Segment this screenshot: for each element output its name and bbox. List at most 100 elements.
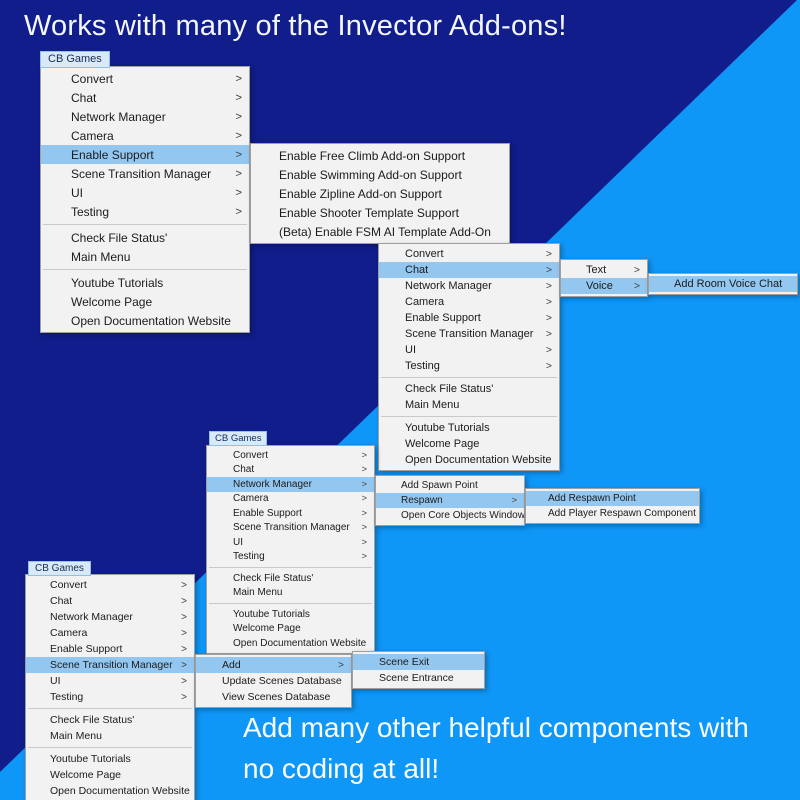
- menu-item-beta-enable-fsm-ai-template-add-on[interactable]: (Beta) Enable FSM AI Template Add-On: [251, 222, 509, 241]
- menu-item-convert[interactable]: Convert>: [26, 577, 194, 593]
- menu-item-scene-entrance[interactable]: Scene Entrance: [353, 670, 484, 686]
- menu-item-testing[interactable]: Testing >: [207, 550, 374, 565]
- menu-item-enable-zipline-add-on-support[interactable]: Enable Zipline Add-on Support: [251, 184, 509, 203]
- menu-item-testing[interactable]: Testing>: [41, 202, 249, 221]
- menu-item-label: Network Manager: [50, 611, 133, 623]
- menu-item-add-respawn-point[interactable]: Add Respawn Point: [526, 491, 699, 506]
- menu-item-scene-transition-manager[interactable]: Scene Transition Manager>: [26, 657, 194, 673]
- cb-games-menu-tab-4[interactable]: CB Games: [28, 561, 91, 576]
- menu-item-add-player-respawn-component[interactable]: Add Player Respawn Component: [526, 506, 699, 521]
- menu-item-welcome-page[interactable]: Welcome Page: [41, 292, 249, 311]
- menu-item-check-file-status[interactable]: Check File Status': [26, 712, 194, 728]
- submenu-arrow-icon: >: [235, 72, 242, 85]
- menu-item-chat[interactable]: Chat>: [207, 463, 374, 478]
- menu-item-update-scenes-database[interactable]: Update Scenes Database: [196, 673, 351, 689]
- menu-item-enable-support[interactable]: Enable Support>: [26, 641, 194, 657]
- menu-item-enable-free-climb-add-on-support[interactable]: Enable Free Climb Add-on Support: [251, 146, 509, 165]
- menu-item-enable-shooter-template-support[interactable]: Enable Shooter Template Support: [251, 203, 509, 222]
- menu-item-camera[interactable]: Camera>: [207, 492, 374, 507]
- menu-item-scene-exit[interactable]: Scene Exit: [353, 654, 484, 670]
- menu-item-chat[interactable]: Chat>: [26, 593, 194, 609]
- cb-games-menu-tab-3[interactable]: CB Games: [209, 431, 268, 446]
- menu-item-network-manager[interactable]: Network Manager>: [26, 609, 194, 625]
- menu-item-ui[interactable]: UI>: [379, 342, 559, 358]
- menu-item-label: Enable Support: [233, 507, 302, 519]
- menu-separator: [43, 269, 247, 270]
- menu-item-enable-support[interactable]: Enable Support>: [379, 310, 559, 326]
- menu-item-testing[interactable]: Testing >: [26, 689, 194, 705]
- menu-item-camera[interactable]: Camera>: [41, 126, 249, 145]
- menu-item-main-menu[interactable]: Main Menu: [26, 728, 194, 744]
- menu-item-scene-transition-manager[interactable]: Scene Transition Manager>: [207, 521, 374, 536]
- menu-item-scene-transition-manager[interactable]: Scene Transition Manager>: [41, 164, 249, 183]
- menu-item-enable-support[interactable]: Enable Support>: [41, 145, 249, 164]
- submenu-arrow-icon: >: [361, 551, 367, 563]
- cb-games-menu-tab-1[interactable]: CB Games: [40, 51, 110, 68]
- menu-item-add-room-voice-chat[interactable]: Add Room Voice Chat: [649, 276, 797, 292]
- submenu-arrow-icon: >: [633, 280, 640, 292]
- menu-item-label: Respawn: [401, 495, 443, 506]
- menu-item-text[interactable]: Text>: [561, 262, 647, 278]
- menu-item-ui[interactable]: UI>: [26, 673, 194, 689]
- menu-item-main-menu[interactable]: Main Menu: [41, 247, 249, 266]
- menu-item-youtube-tutorials[interactable]: Youtube Tutorials: [207, 607, 374, 622]
- menu-separator: [381, 416, 557, 417]
- menu-item-chat[interactable]: Chat>: [41, 88, 249, 107]
- menu-item-label: Open Documentation Website: [71, 313, 231, 328]
- menu-item-add-spawn-point[interactable]: Add Spawn Point: [376, 478, 524, 493]
- menu-item-label: UI: [405, 344, 416, 356]
- menu-item-check-file-status[interactable]: Check File Status': [41, 228, 249, 247]
- menu-item-chat[interactable]: Chat>: [379, 262, 559, 278]
- menu-item-label: Welcome Page: [233, 623, 301, 635]
- menu-item-scene-transition-manager[interactable]: Scene Transition Manager>: [379, 326, 559, 342]
- menu-item-main-menu[interactable]: Main Menu: [207, 586, 374, 601]
- menu-item-welcome-page[interactable]: Welcome Page: [207, 622, 374, 637]
- menu-item-camera[interactable]: Camera>: [379, 294, 559, 310]
- menu-item-open-core-objects-window[interactable]: Open Core Objects Window: [376, 508, 524, 523]
- submenu-arrow-icon: >: [361, 464, 367, 476]
- menu-item-check-file-status[interactable]: Check File Status': [207, 571, 374, 586]
- menu-item-label: Main Menu: [405, 399, 460, 411]
- menu-item-open-documentation-website[interactable]: Open Documentation Website: [26, 783, 194, 799]
- menu-item-convert[interactable]: Convert>: [379, 246, 559, 262]
- menu-item-add[interactable]: Add>: [196, 657, 351, 673]
- menu-separator: [209, 603, 372, 604]
- menu-item-convert[interactable]: Convert>: [41, 69, 249, 88]
- menu-item-check-file-status[interactable]: Check File Status': [379, 381, 559, 397]
- menu-item-label: Text: [586, 264, 607, 276]
- menu-item-label: Network Manager: [405, 280, 492, 292]
- menu-item-network-manager[interactable]: Network Manager>: [41, 107, 249, 126]
- menu-item-convert[interactable]: Convert>: [207, 448, 374, 463]
- menu-item-youtube-tutorials[interactable]: Youtube Tutorials: [379, 420, 559, 436]
- menu-item-youtube-tutorials[interactable]: Youtube Tutorials: [41, 273, 249, 292]
- menu-item-label: Testing: [50, 691, 84, 703]
- submenu-arrow-icon: >: [181, 691, 187, 703]
- menu-item-label: Enable Support: [71, 147, 154, 162]
- menu-item-label: Testing: [233, 551, 265, 563]
- menu-item-ui[interactable]: UI>: [207, 535, 374, 550]
- menu-item-camera[interactable]: Camera>: [26, 625, 194, 641]
- menu-item-open-documentation-website[interactable]: Open Documentation Website: [379, 452, 559, 468]
- menu-item-label: UI: [50, 675, 61, 687]
- menu-item-ui[interactable]: UI>: [41, 183, 249, 202]
- menu-item-open-documentation-website[interactable]: Open Documentation Website: [207, 636, 374, 651]
- menu-separator: [209, 567, 372, 568]
- menu-item-label: Add Spawn Point: [401, 480, 478, 491]
- menu-item-youtube-tutorials[interactable]: Youtube Tutorials: [26, 751, 194, 767]
- menu-item-enable-swimming-add-on-support[interactable]: Enable Swimming Add-on Support: [251, 165, 509, 184]
- menu-item-view-scenes-database[interactable]: View Scenes Database: [196, 689, 351, 705]
- submenu-arrow-icon: >: [235, 167, 242, 180]
- submenu-arrow-icon: >: [338, 659, 344, 671]
- menu-item-network-manager[interactable]: Network Manager>: [379, 278, 559, 294]
- menu-item-welcome-page[interactable]: Welcome Page: [379, 436, 559, 452]
- menu-item-main-menu[interactable]: Main Menu: [379, 397, 559, 413]
- menu-item-network-manager[interactable]: Network Manager>: [207, 477, 374, 492]
- menu-item-testing[interactable]: Testing>: [379, 358, 559, 374]
- menu-item-open-documentation-website[interactable]: Open Documentation Website: [41, 311, 249, 330]
- menu-item-label: Scene Transition Manager: [233, 522, 350, 534]
- menu-item-voice[interactable]: Voice>: [561, 278, 647, 294]
- menu-item-respawn[interactable]: Respawn>: [376, 493, 524, 508]
- menu-item-welcome-page[interactable]: Welcome Page: [26, 767, 194, 783]
- menu-item-enable-support[interactable]: Enable Support>: [207, 506, 374, 521]
